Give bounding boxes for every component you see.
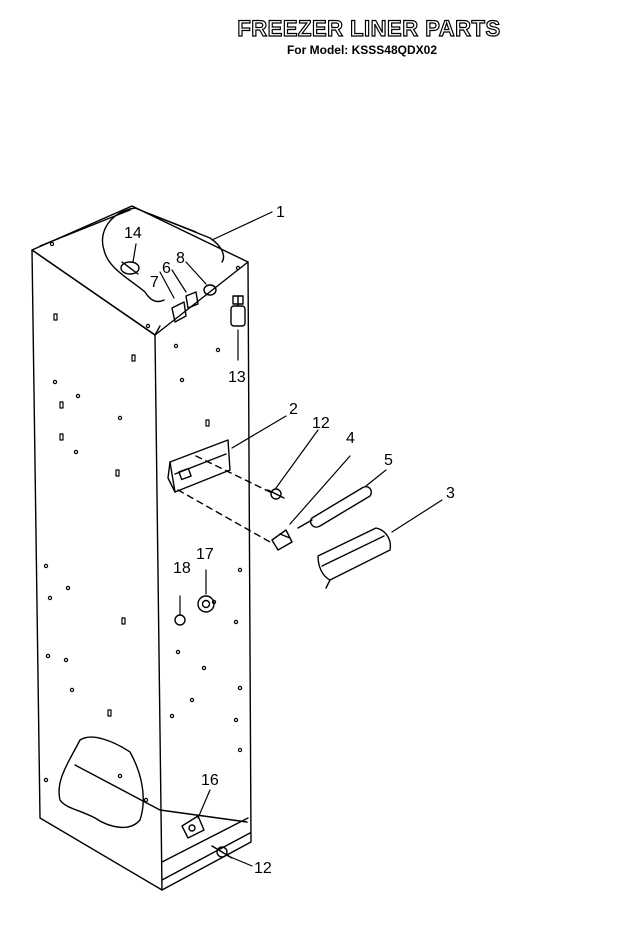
freezer-liner-box — [31, 205, 252, 891]
callout-3: 3 — [446, 485, 455, 502]
top-cutout — [101, 207, 225, 303]
lower-cutout — [58, 736, 161, 828]
callout-7: 7 — [150, 274, 159, 291]
screw-part-12 — [267, 488, 285, 500]
callout-6: 6 — [162, 260, 171, 277]
callout-8: 8 — [176, 250, 185, 267]
parts-17-18 — [174, 595, 215, 626]
part-14 — [120, 261, 140, 275]
callout-16: 16 — [201, 772, 219, 789]
callout-2: 2 — [289, 401, 298, 418]
callout-17: 17 — [196, 546, 214, 563]
clip-part-4 — [271, 529, 293, 551]
part-13 — [230, 295, 246, 327]
callout-4: 4 — [346, 430, 355, 447]
callout-14: 14 — [124, 225, 142, 242]
callout-1: 1 — [276, 204, 285, 221]
assembly-lines — [177, 455, 271, 543]
callout-12-lower: 12 — [254, 860, 272, 877]
callout-5: 5 — [384, 452, 393, 469]
tube-part-5 — [297, 486, 372, 529]
parts-6-7-8 — [171, 284, 217, 323]
callout-13: 13 — [228, 369, 246, 386]
part-16 — [181, 815, 233, 859]
callout-labels: 1 2 3 4 5 6 7 8 12 12 13 14 16 17 18 — [124, 204, 455, 877]
model-subtitle: For Model: KSSS48QDX02 — [286, 43, 438, 57]
liner-holes — [43, 241, 243, 803]
bracket-part-2 — [167, 439, 231, 493]
leader-lines — [132, 211, 443, 867]
page-title: FREEZER LINER PARTS — [237, 15, 501, 41]
cover-part-3 — [317, 527, 392, 589]
callout-12-upper: 12 — [312, 415, 330, 432]
callout-18: 18 — [173, 560, 191, 577]
